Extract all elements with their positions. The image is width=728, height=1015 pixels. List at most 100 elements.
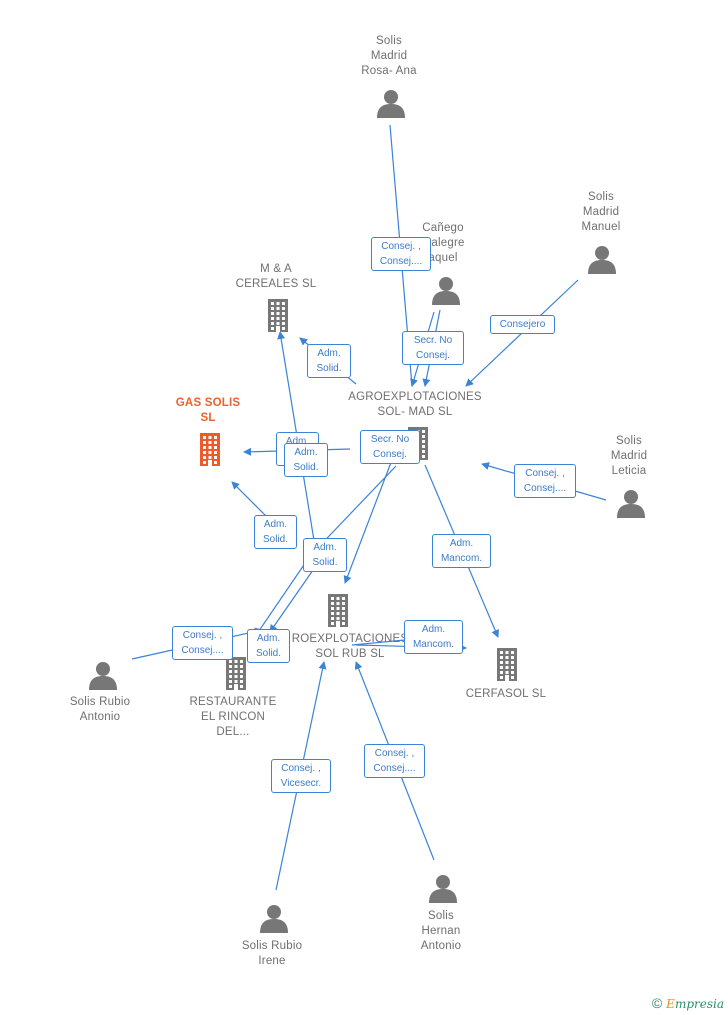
relationship-label-line: Consej. — [416, 350, 450, 361]
company-name-label[interactable]: ROEXPLOTACIONES SOL RUB SL — [292, 632, 409, 662]
node-label-line: Madrid — [582, 206, 620, 218]
relationship-label[interactable]: Consej. , Consej.... — [172, 626, 233, 660]
relationship-label[interactable]: Adm.Solid. — [284, 443, 328, 477]
node-label-line: Antonio — [79, 711, 121, 723]
relationship-label-line: Adm. — [449, 538, 474, 549]
edge-line — [351, 639, 406, 646]
relationship-label-line: Secr. No — [370, 434, 410, 445]
node-label-line: SL — [200, 412, 216, 424]
relationship-label-line: Consej.... — [373, 763, 416, 774]
person-icon[interactable] — [376, 88, 406, 123]
relationship-label-line: Consej. , — [281, 763, 321, 774]
relationship-label-line: Adm. — [263, 519, 288, 530]
person-icon[interactable] — [88, 660, 118, 695]
relationship-label[interactable]: Adm. Solid. — [254, 515, 297, 549]
relationship-label-line: Consej. , — [374, 748, 415, 759]
relationship-label[interactable]: Secr. No Consej. — [360, 430, 420, 464]
node-label-line: Solis — [588, 191, 614, 203]
footer-brand[interactable]: ©Empresia — [652, 995, 724, 1011]
node-label-line: Solis — [428, 910, 454, 922]
person-icon[interactable] — [428, 873, 458, 908]
relationship-label-line: Consejero — [499, 319, 546, 330]
relationship-label-line: Adm. — [313, 542, 337, 553]
node-label-line: Hernan — [421, 925, 461, 937]
node-label-line: SOL RUB SL — [315, 648, 385, 660]
node-label-line: AGROEXPLOTACIONES — [348, 391, 482, 403]
company-name-label[interactable]: GAS SOLIS SL — [176, 396, 240, 426]
node-label-line: Irene — [258, 955, 286, 967]
relationship-label[interactable]: Secr. No Consej. — [402, 331, 464, 365]
person-icon[interactable] — [616, 488, 646, 523]
relationship-label-line: Consej. , — [525, 468, 565, 479]
relationship-label[interactable]: Adm. Solid. — [303, 538, 347, 572]
relationship-label[interactable]: Adm. Mancom. — [404, 620, 463, 654]
person-icon[interactable] — [587, 244, 617, 279]
building-icon[interactable] — [492, 647, 522, 686]
node-label-line: DEL... — [216, 726, 250, 738]
relationship-label[interactable]: Adm. Mancom. — [432, 534, 491, 568]
building-icon[interactable] — [195, 432, 225, 471]
company-name-label[interactable]: RESTAURANTE EL RINCON DEL... — [190, 695, 277, 740]
relationship-label-line: Adm. — [294, 447, 318, 458]
node-label-line: RESTAURANTE — [189, 696, 277, 708]
relationship-label-line: Solid. — [262, 534, 288, 545]
node-label-line: Solis — [616, 435, 642, 447]
node-label-line: GAS SOLIS — [175, 397, 241, 409]
node-label-line: Rosa- Ana — [361, 65, 417, 77]
node-label-line: Madrid — [370, 50, 408, 62]
relationship-label[interactable]: Consej. , Vicesecr. — [271, 759, 331, 793]
relationship-label-line: Consej.... — [181, 645, 224, 656]
relationship-label-line: Adm. — [256, 633, 281, 644]
relationship-label-line: Adm. — [317, 348, 341, 359]
relationship-label[interactable]: Consej. , Consej.... — [371, 237, 431, 271]
node-label-line: Leticia — [611, 465, 647, 477]
relationship-label-line: Consej. — [373, 449, 407, 460]
relationship-label-line: Consej.... — [379, 256, 423, 267]
node-label-line: tealegre — [421, 237, 465, 249]
relationship-label-line: Secr. No — [413, 335, 453, 346]
person-icon[interactable] — [259, 903, 289, 938]
node-label-line: Solis Rubio — [241, 940, 303, 952]
edge-line — [269, 559, 321, 633]
node-label-line: Manuel — [581, 221, 621, 233]
node-label-line: Solis Rubio — [69, 696, 131, 708]
building-icon[interactable] — [221, 656, 251, 695]
building-icon[interactable] — [263, 298, 293, 337]
relationship-label-line: Consej. , — [381, 241, 421, 252]
relationship-label-line: Mancom. — [412, 639, 455, 650]
relationship-label-line: Solid. — [316, 363, 342, 374]
company-name-label[interactable]: CERFASOL SL — [466, 687, 546, 702]
relationship-label-line: Solid. — [255, 648, 281, 659]
relationship-label[interactable]: Adm. Solid. — [247, 629, 290, 663]
person-icon[interactable] — [431, 275, 461, 310]
node-label-line: Solis — [376, 35, 402, 47]
node-label-line: Antonio — [420, 940, 462, 952]
relationship-label-line: Adm. — [285, 436, 310, 447]
relationship-label[interactable]: Consej. ,Consej.... — [514, 464, 576, 498]
node-label-line: CERFASOL SL — [465, 688, 547, 700]
node-label-line: ROEXPLOTACIONES — [291, 633, 409, 645]
relationship-label-line: Vicesecr. — [280, 778, 322, 789]
relationship-label[interactable]: Consejero — [490, 315, 555, 334]
edge-line — [343, 451, 396, 584]
brand-logo: Empresia — [666, 997, 724, 1011]
relationship-label[interactable]: Consej. , Consej.... — [364, 744, 425, 778]
node-label-line: EL RINCON — [201, 711, 265, 723]
relationship-label-line: Consej. , — [182, 630, 223, 641]
relationship-label[interactable]: Adm. Solid. — [307, 344, 351, 378]
relationship-label-line: Mancom. — [440, 553, 483, 564]
relationship-label-line: Solid. — [312, 557, 338, 568]
relationship-label-line: Adm. — [421, 624, 446, 635]
building-icon[interactable] — [323, 593, 353, 632]
node-label-line: aquel — [428, 252, 458, 264]
node-label-line: M & A — [260, 263, 292, 275]
